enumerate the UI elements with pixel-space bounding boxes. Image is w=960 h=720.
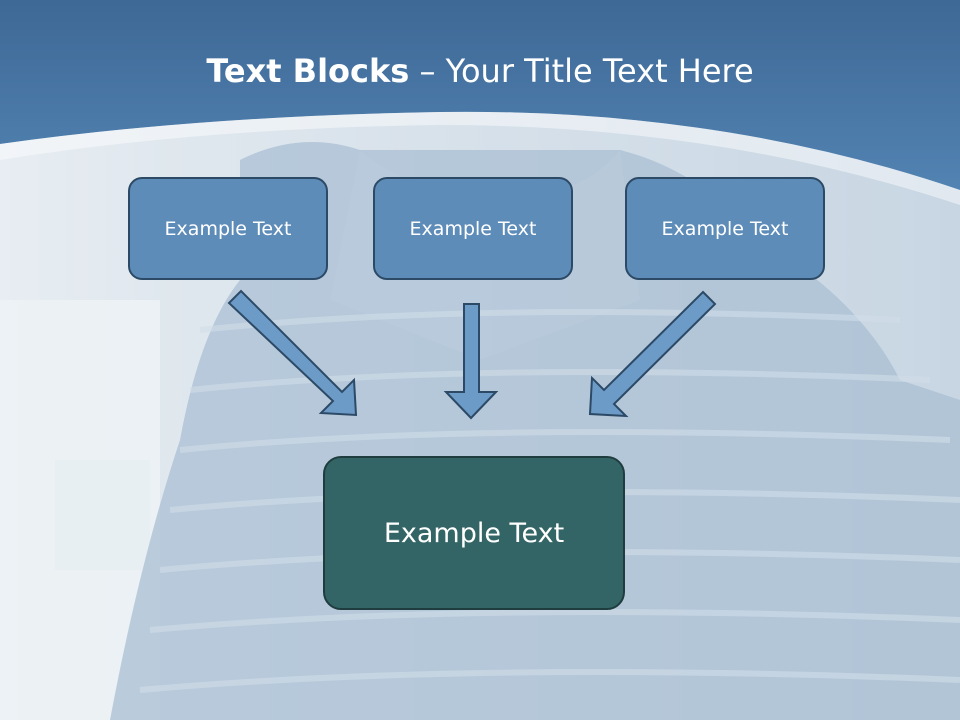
text-block-2-label: Example Text [409, 217, 537, 240]
main-text-block: Example Text [323, 456, 625, 610]
title-rest: – Your Title Text Here [409, 52, 754, 90]
slide-title: Text Blocks – Your Title Text Here [0, 52, 960, 90]
text-block-3: Example Text [625, 177, 825, 280]
arrow-right [588, 290, 717, 418]
text-block-1: Example Text [128, 177, 328, 280]
main-text-block-label: Example Text [383, 517, 565, 549]
text-block-1-label: Example Text [164, 217, 292, 240]
title-bold: Text Blocks [206, 52, 410, 90]
text-block-2: Example Text [373, 177, 573, 280]
arrow-center [443, 303, 499, 420]
arrow-left [227, 289, 358, 417]
text-block-3-label: Example Text [661, 217, 789, 240]
